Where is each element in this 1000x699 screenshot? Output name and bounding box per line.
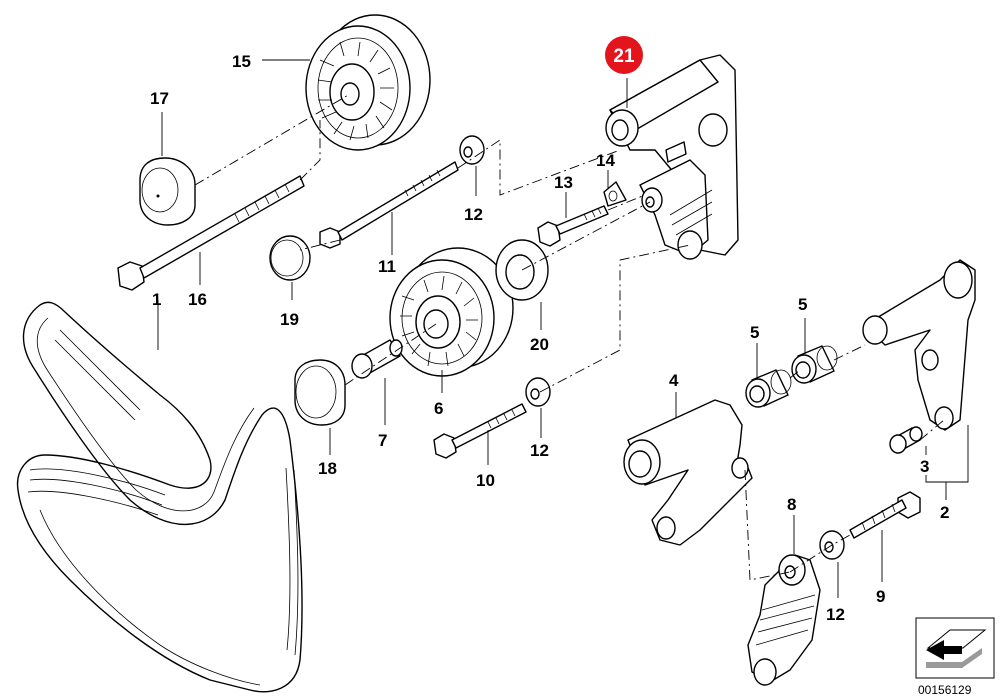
label-7[interactable]: 7	[378, 431, 387, 450]
hydraulic-damper-8[interactable]	[747, 554, 821, 686]
idler-pulley-middle[interactable]	[389, 247, 514, 377]
label-10[interactable]: 10	[476, 471, 495, 490]
label-11[interactable]: 11	[378, 257, 396, 276]
dust-cap-17[interactable]	[139, 157, 196, 226]
label-12-top[interactable]: 12	[464, 205, 483, 224]
bushing-3[interactable]	[889, 426, 923, 454]
label-4[interactable]: 4	[669, 371, 679, 390]
assembly-lines	[194, 93, 945, 581]
clip-14[interactable]	[603, 181, 627, 207]
label-12-low[interactable]: 12	[826, 605, 845, 624]
sleeve-7[interactable]	[351, 339, 403, 379]
idler-pulley-top[interactable]	[305, 14, 431, 151]
washer-12-mid[interactable]	[525, 377, 551, 407]
label-20[interactable]: 20	[530, 335, 549, 354]
bracket-2[interactable]	[862, 259, 976, 431]
label-2[interactable]: 2	[940, 503, 949, 522]
label-18[interactable]: 18	[318, 459, 337, 478]
label-5-b[interactable]: 5	[798, 295, 807, 314]
label-6[interactable]: 6	[434, 399, 443, 418]
part-labels: 15 17 16 1 11 19 12 13 14 20 6 7 18 10 1…	[150, 52, 949, 624]
cap-19[interactable]	[269, 235, 311, 281]
orientation-arrow-icon	[915, 617, 995, 679]
label-16[interactable]: 16	[188, 290, 207, 309]
bolt-13[interactable]	[537, 205, 609, 247]
bolt-11[interactable]	[319, 161, 459, 249]
highlight-badge-21[interactable]: 21	[605, 36, 643, 74]
label-1[interactable]: 1	[152, 290, 161, 309]
needle-bearing-5-b[interactable]	[791, 345, 838, 384]
leader-lines	[157, 59, 969, 598]
label-21: 21	[613, 46, 635, 67]
label-3[interactable]: 3	[920, 457, 929, 476]
label-12-mid[interactable]: 12	[530, 441, 549, 460]
cap-18[interactable]	[294, 359, 346, 426]
diagram-code: 00156129	[918, 683, 972, 697]
washer-12-top[interactable]	[459, 135, 485, 165]
bolt-16[interactable]	[117, 175, 305, 291]
label-19[interactable]: 19	[280, 310, 299, 329]
label-15[interactable]: 15	[232, 52, 251, 71]
bolt-10[interactable]	[433, 403, 527, 459]
bolt-9[interactable]	[849, 491, 921, 539]
drive-belt[interactable]	[16, 301, 303, 693]
label-17[interactable]: 17	[150, 89, 169, 108]
label-8[interactable]: 8	[787, 495, 796, 514]
tensioner-arm-4[interactable]	[623, 399, 753, 546]
tensioner-assembly-21[interactable]	[605, 54, 739, 260]
label-5-a[interactable]: 5	[750, 323, 759, 342]
label-14[interactable]: 14	[596, 151, 615, 170]
needle-bearing-5-a[interactable]	[745, 369, 792, 408]
label-9[interactable]: 9	[876, 587, 885, 606]
label-13[interactable]: 13	[554, 173, 573, 192]
